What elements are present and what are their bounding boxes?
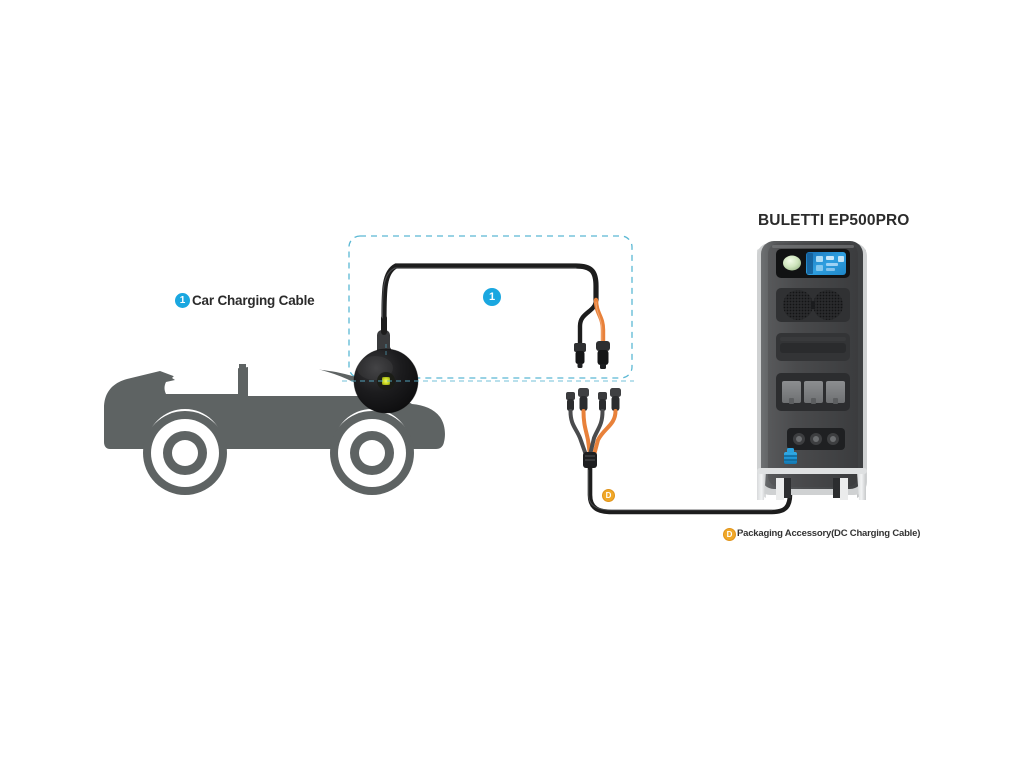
station-vent-slot [776, 333, 850, 361]
car-charging-cable [381, 263, 610, 369]
station-dc-ports [787, 428, 845, 450]
ac-outlet-3 [826, 381, 845, 404]
mc4-connector-black-1 [574, 343, 586, 368]
station-display-panel [776, 249, 850, 278]
dc-plug-blue [784, 448, 797, 464]
mc4-connector-4 [610, 388, 621, 411]
mc4-connector-3 [598, 392, 607, 411]
legend-label-packaging-accessory: Packaging Accessory(DC Charging Cable) [737, 528, 921, 539]
mc4-connector-1 [566, 392, 575, 411]
legend-label-car-charging-cable: Car Charging Cable [192, 293, 315, 308]
callout-badge-dc-cable: D [602, 489, 615, 502]
device-title: BULETTI EP500PRO [758, 212, 910, 229]
ac-outlet-1 [782, 381, 801, 404]
station-base-feet [757, 468, 867, 500]
dashed-highlight-box [348, 235, 633, 379]
mc4-connector-group [566, 388, 621, 411]
callout-badge-dashed-box: 1 [483, 288, 501, 306]
power-station [757, 241, 867, 500]
car-charging-puck [342, 315, 634, 414]
dc-charging-cable [566, 388, 793, 515]
legend-badge-d: D [723, 528, 736, 541]
station-ac-outlets [776, 373, 850, 411]
station-fan-vents [776, 288, 850, 322]
ac-outlet-2 [804, 381, 823, 404]
mc4-connector-2 [578, 388, 589, 411]
legend-badge-1: 1 [175, 293, 190, 308]
mc4-connector-black-2 [596, 341, 610, 369]
